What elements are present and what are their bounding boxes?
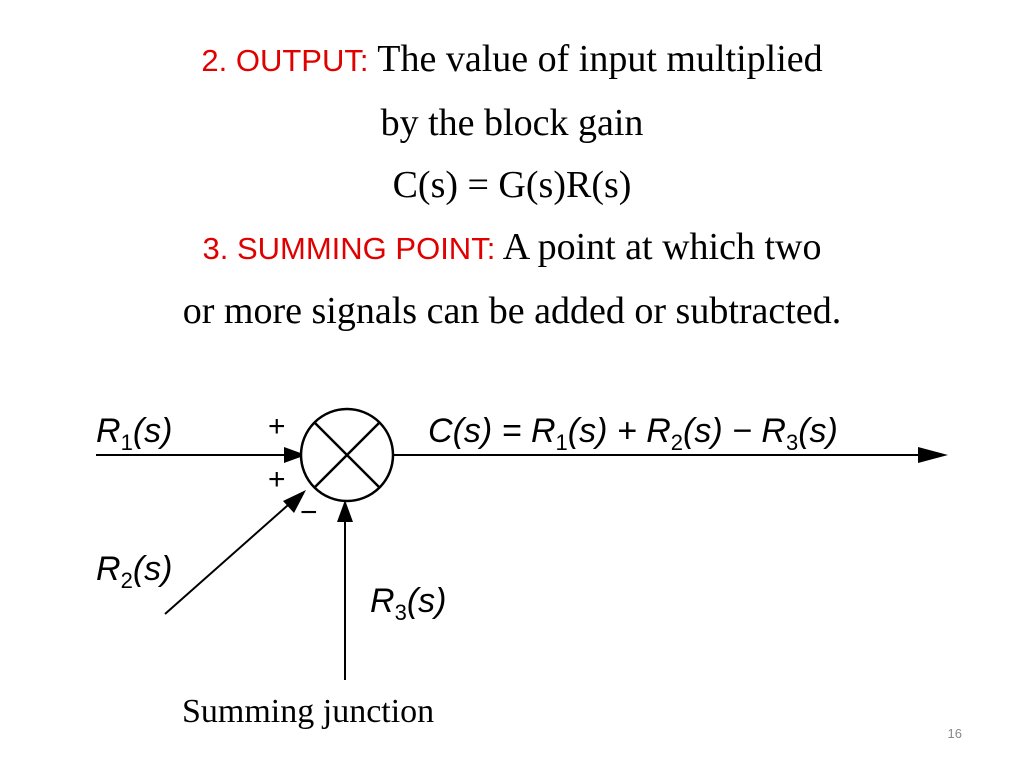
summing-point-text-line2: or more signals can be added or subtract… <box>182 290 842 332</box>
slide-text: 2. OUTPUT: The value of input multiplied… <box>40 28 984 342</box>
input1-arrowhead <box>284 447 306 463</box>
output-text-line1: The value of input multiplied <box>377 38 823 80</box>
input1-label: R1(s) <box>96 412 172 455</box>
summing-point-text-line1: A point at which two <box>502 226 822 268</box>
sign-minus: − <box>300 496 318 529</box>
output-definition: 2. OUTPUT: The value of input multiplied <box>40 28 984 92</box>
sign-plus-top: + <box>268 410 286 443</box>
page-number: 16 <box>947 726 962 741</box>
output-label: 2. OUTPUT: <box>201 43 369 78</box>
summing-point-label: 3. SUMMING POINT: <box>202 231 496 266</box>
output-text-line2: by the block gain <box>380 102 644 144</box>
output-arrowhead <box>918 447 948 463</box>
summing-circle <box>299 407 395 503</box>
input3-label: R3(s) <box>370 582 446 625</box>
output-formula: C(s) = G(s)R(s) <box>392 164 632 206</box>
output-equation-label: C(s) = R1(s) + R2(s) − R3(s) <box>428 412 838 455</box>
input3-arrowhead <box>337 500 353 522</box>
sign-plus-middle: + <box>268 463 286 496</box>
input2-label: R2(s) <box>96 550 172 593</box>
input2-arrowhead <box>283 490 306 513</box>
summing-junction-caption: Summing junction <box>182 693 434 730</box>
input2-line <box>164 497 297 615</box>
summing-point-definition: 3. SUMMING POINT: A point at which two <box>40 216 984 280</box>
